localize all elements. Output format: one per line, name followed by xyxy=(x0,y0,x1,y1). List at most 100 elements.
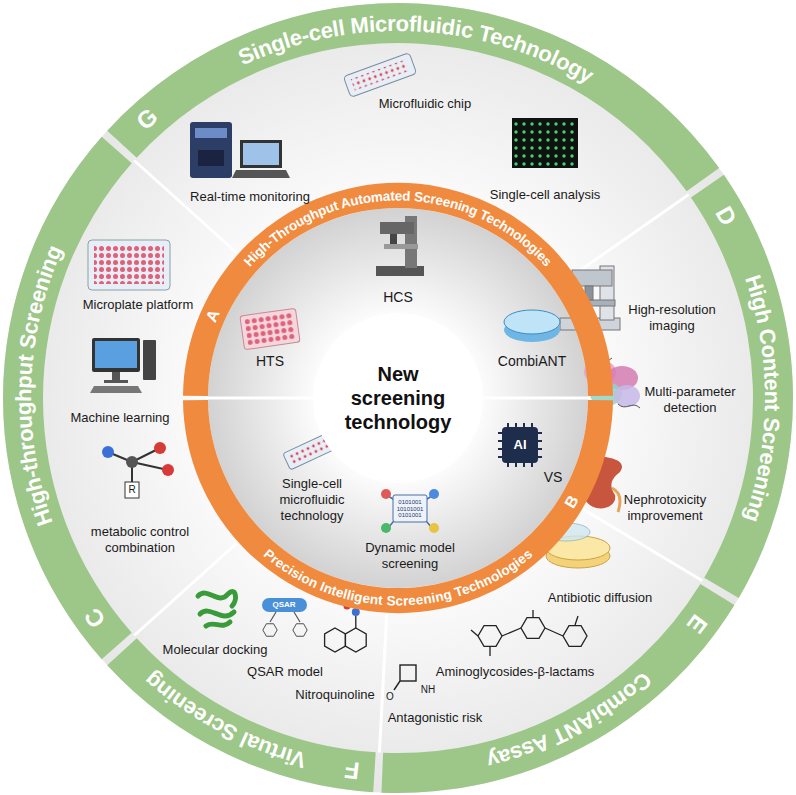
combiant-dish-icon-part xyxy=(504,318,560,342)
item-label: Machine learning xyxy=(63,410,178,426)
sector-letter: D xyxy=(711,203,740,230)
hts-plate-icon-part xyxy=(244,313,295,345)
inner-region xyxy=(208,208,588,588)
sector-letter: F xyxy=(344,757,361,783)
segment-title: Single-cell Microfluidic Technology xyxy=(234,10,599,88)
segment-title: High-throughput Screening xyxy=(10,241,66,529)
protein-icon xyxy=(198,592,235,626)
sector-dividers-part xyxy=(134,542,238,636)
item-label: AI xyxy=(505,437,535,453)
single-cell-grid-icon-part xyxy=(512,118,578,168)
item-label: O xyxy=(383,691,397,704)
hcs-microscope-icon xyxy=(376,216,424,276)
network-icon-part xyxy=(429,523,439,533)
microscope-icon-part xyxy=(600,266,614,320)
sector-dividers-part xyxy=(574,194,689,274)
hcs-microscope-icon-part xyxy=(380,222,414,234)
nitroquinoline-structure-part xyxy=(345,628,366,652)
petri-dish-icon-part xyxy=(542,523,590,541)
item-label: Aminoglycosides-β-lactams xyxy=(428,664,603,680)
monitoring-instrument-icon-part xyxy=(232,170,290,178)
segment-title-text: Single-cell Microfluidic Technology xyxy=(234,10,599,88)
amino-acid-icon-part xyxy=(125,482,139,498)
protein-icon-part xyxy=(206,622,230,626)
hcs-microscope-icon-part xyxy=(376,266,424,276)
kidney-icon-part xyxy=(612,488,620,512)
segment-title-text: Virtual Screening xyxy=(139,667,308,773)
network-icon-part xyxy=(381,523,391,533)
center-title: New screening technology xyxy=(328,362,468,434)
nitroquinoline-structure-part xyxy=(361,603,368,610)
computer-icon-part xyxy=(112,372,120,380)
item-label: Antibiotic diffusion xyxy=(538,590,663,606)
amino-acid-icon-part xyxy=(162,464,174,476)
computer-icon-part xyxy=(104,380,128,383)
amino-acid-icon xyxy=(102,442,174,498)
microscope-icon-part xyxy=(572,270,612,286)
segment-title: CombiANT Assay xyxy=(484,668,657,775)
item-label: Antagonistic risk xyxy=(380,710,490,726)
item-label: HCS xyxy=(368,289,428,307)
sector-dividers xyxy=(134,161,702,753)
item-label: NH xyxy=(416,684,440,697)
hts-plate-icon-part xyxy=(240,308,300,349)
item-label: CombiANT xyxy=(487,353,577,371)
qsar-icon-part xyxy=(270,612,300,622)
nitroquinoline-structure xyxy=(325,603,368,653)
petri-dish-icon xyxy=(542,523,610,568)
monitoring-instrument-icon-part xyxy=(195,128,227,138)
computer-icon-part xyxy=(90,386,142,393)
ai-chip-icon-part xyxy=(502,427,538,463)
beta-lactam-structure-part xyxy=(394,681,400,690)
protein-icon-part xyxy=(200,611,234,616)
kidney-icon xyxy=(580,457,622,512)
single-cell-grid-icon-part xyxy=(512,118,578,168)
ai-chip-icon-part xyxy=(498,423,542,467)
ring-segment xyxy=(107,638,375,792)
sector-dividers-part xyxy=(134,161,238,255)
ai-chip-icon xyxy=(498,423,542,467)
aminoglycoside-structure-part xyxy=(478,626,502,647)
cells-icon-part xyxy=(614,385,640,407)
ring-segment xyxy=(381,584,734,793)
microscope-icon-part xyxy=(585,286,593,300)
computer-icon-part xyxy=(95,341,137,368)
sector-dividers-part xyxy=(483,397,590,400)
monitoring-instrument-icon xyxy=(190,122,290,178)
center-circle: New screening technology xyxy=(313,313,483,483)
microplate-icon-part xyxy=(94,246,164,284)
microscope-icon xyxy=(560,266,620,330)
nitroquinoline-structure-part xyxy=(325,628,346,652)
microfluidic-chip-icon-part xyxy=(351,59,410,90)
petri-dish-icon-part xyxy=(546,544,610,568)
qsar-icon-part-part xyxy=(293,624,307,636)
amino-acid-icon-part xyxy=(126,456,138,468)
item-label: QSAR xyxy=(262,600,306,610)
aminoglycoside-structure-part xyxy=(471,610,578,656)
segment-title-text: High-throughput Screening xyxy=(10,241,66,529)
amino-acid-icon-part xyxy=(102,446,114,458)
beta-lactam-structure-part xyxy=(400,665,416,681)
sector-letter: B xyxy=(562,493,582,511)
item-label: Dynamic model screening xyxy=(360,540,460,573)
item-label: Nephrotoxicity improvement xyxy=(615,492,715,525)
microfluidic-chip-icon xyxy=(343,53,416,98)
item-label: Nitroquinoline xyxy=(288,687,383,703)
qsar-icon-part xyxy=(262,598,307,612)
sector-dividers-part xyxy=(379,613,386,753)
item-label: QSAR model xyxy=(240,664,330,680)
item-label: Microfluidic chip xyxy=(365,96,485,112)
item-label: Real-time monitoring xyxy=(180,189,320,205)
cells-icon-part xyxy=(606,366,638,390)
grey-region xyxy=(3,3,793,793)
item-label: 0101001 xyxy=(390,512,430,518)
sector-letter: E xyxy=(683,610,712,637)
kidney-icon-part xyxy=(580,457,622,509)
microscope-icon-part xyxy=(575,300,615,306)
monitoring-instrument-icon-part xyxy=(240,140,282,168)
computer-icon xyxy=(90,338,156,393)
segment-title: Virtual Screening xyxy=(139,667,308,773)
protein-icon-part xyxy=(198,592,235,606)
qsar-icon-part xyxy=(293,624,307,636)
